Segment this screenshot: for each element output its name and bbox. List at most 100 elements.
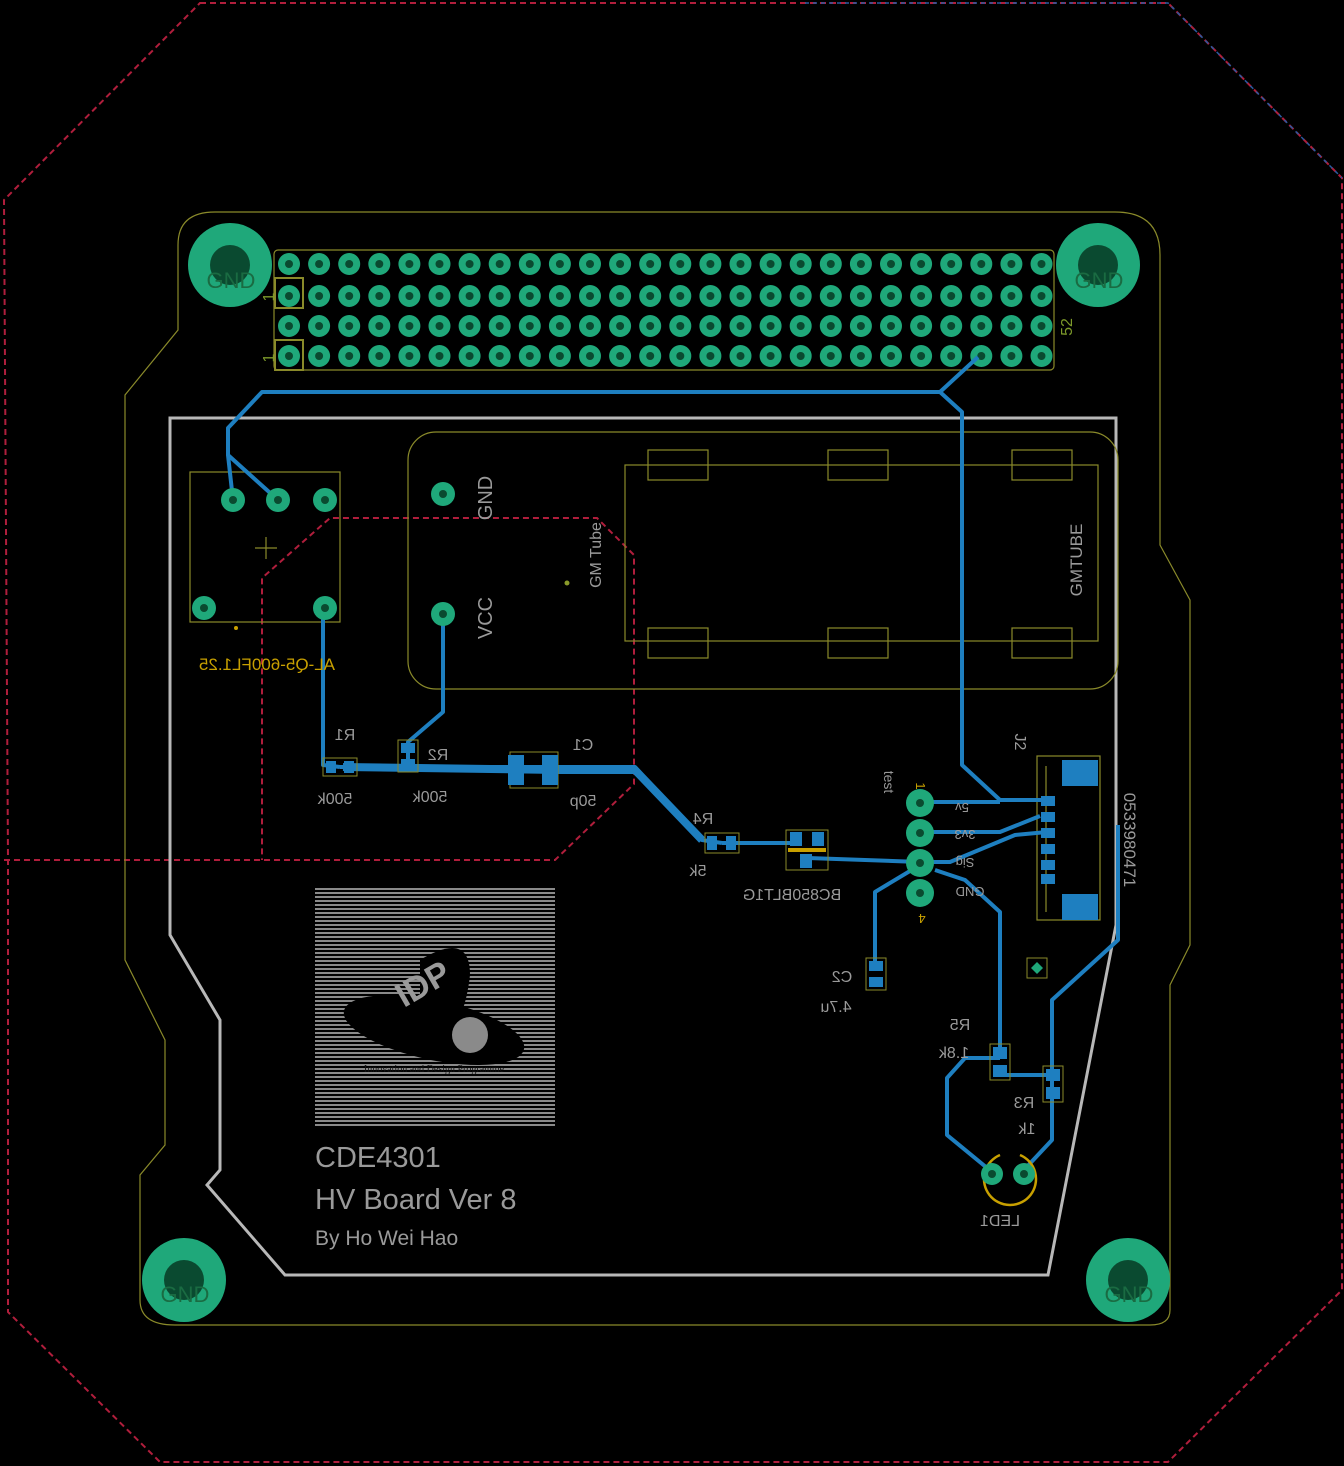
header-pin-drill <box>1007 260 1016 268</box>
j2-label: J2 <box>1011 734 1028 751</box>
header-pin-drill <box>285 352 293 360</box>
gm-pad-gnd-label: GND <box>475 476 497 520</box>
header-pin-drill <box>1007 292 1016 300</box>
header-pin-drill <box>796 322 805 330</box>
c1-label: C1 <box>573 737 594 754</box>
header-pin-drill <box>345 352 354 360</box>
svg-text:GND: GND <box>161 1282 210 1307</box>
gm-tube-pads <box>431 482 570 626</box>
mount-hole-top-left: GND <box>188 223 272 307</box>
header-pin-drill <box>947 260 956 268</box>
r3-label: R3 <box>1014 1095 1035 1112</box>
board-title-line2: HV Board Ver 8 <box>315 1184 517 1216</box>
header-pin-drill <box>285 322 293 330</box>
header-pin-drill <box>856 322 865 330</box>
test-pin1-label: 1 <box>913 782 928 789</box>
gm-tube-label: GM Tube <box>588 522 605 588</box>
header-pin-drill <box>676 260 685 268</box>
smd-components <box>322 739 1064 1103</box>
header-pin-drill <box>947 292 956 300</box>
mount-hole-bottom-left: GND <box>142 1238 226 1322</box>
header-pin-drill <box>495 260 504 268</box>
header-pin1-marker-top <box>274 277 304 309</box>
transformer-pads <box>192 488 337 620</box>
header-pin-drill <box>1037 292 1046 300</box>
gmtube-footprint-label: GMTUBE <box>1067 524 1086 597</box>
header-pin-drill <box>887 352 895 360</box>
header-pin-drill <box>796 352 805 360</box>
header-pin-drill <box>887 260 895 268</box>
header-pin-drill <box>856 260 865 268</box>
header-pin-drill <box>947 352 956 360</box>
pin-sig-label: Sig <box>956 855 975 870</box>
header-pin-drill <box>856 352 865 360</box>
header-pin-drill <box>1037 352 1046 360</box>
header-pin-drill <box>616 292 625 300</box>
header-pin-drill <box>736 352 745 360</box>
header-pin-drill <box>917 260 926 268</box>
header-pin-drill <box>465 260 474 268</box>
r3-value-label: 1k <box>1018 1121 1036 1138</box>
header-pin-drill <box>917 322 926 330</box>
header-pin-drill <box>555 260 564 268</box>
c2-value-label: 4.7u <box>820 999 851 1016</box>
header-pin-drill <box>616 260 625 268</box>
header-pin-drill <box>977 322 986 330</box>
header-pin-drill <box>375 260 384 268</box>
header-pin-drill <box>736 260 745 268</box>
r1-label: R1 <box>335 727 356 744</box>
header-pin-drill <box>285 292 293 300</box>
copper-traces <box>226 355 1120 1174</box>
header-pin-drill <box>345 260 354 268</box>
header-pin1-label-bottom: 1 <box>261 353 278 362</box>
gm-tube-clips <box>647 449 1073 659</box>
header-pin-drill <box>525 260 534 268</box>
header-pin1-marker-bottom <box>274 339 304 371</box>
capacitor-c2 <box>865 957 887 991</box>
transformer-pin1-dot <box>234 626 238 630</box>
header-pin-drill <box>887 322 895 330</box>
header-pin-drill <box>706 292 715 300</box>
header-pin-drill <box>706 322 715 330</box>
test-pin4-label: 4 <box>918 911 925 926</box>
header-pin-drill <box>315 292 324 300</box>
header-pin-drill <box>405 292 414 300</box>
board-outline <box>124 211 1191 1326</box>
header-pin-drill <box>495 352 504 360</box>
header-pin-drill <box>1007 352 1016 360</box>
header-pin-drill <box>646 322 655 330</box>
gm-tube-region <box>407 431 1119 690</box>
header-pin-drill <box>555 352 564 360</box>
header-pin-drill <box>1037 260 1046 268</box>
resistor-r3 <box>1042 1065 1064 1103</box>
header-pin-drill <box>375 352 384 360</box>
header-pin-drill <box>977 260 986 268</box>
resistor-r1 <box>322 757 358 777</box>
header-pin-drill <box>315 260 324 268</box>
svg-text:Innovation and Design Programm: Innovation and Design Programme <box>364 1064 505 1075</box>
gm-pad-vcc-label: VCC <box>475 597 497 639</box>
header-pin-drill <box>947 322 956 330</box>
header-pin-drill <box>676 352 685 360</box>
pin-3v3-label: 3v3 <box>955 827 976 842</box>
header-outline <box>273 249 1055 371</box>
led1-label: LED1 <box>980 1213 1020 1230</box>
fiducial-mark <box>1026 957 1048 979</box>
capacitor-c1 <box>508 751 559 789</box>
header-pin-drill <box>315 352 324 360</box>
resistor-r2 <box>397 739 419 773</box>
header-pin-drill <box>766 292 775 300</box>
header-pin1-label-top: 1 <box>261 292 278 301</box>
j2-pins <box>1041 796 1055 884</box>
header-pin-drill <box>766 352 775 360</box>
header-pin-drill <box>826 322 835 330</box>
idp-logo: IDP Innovation and Design Programme <box>315 888 555 1126</box>
svg-text:GND: GND <box>207 268 256 293</box>
header-pin-drill <box>375 292 384 300</box>
connector-part-label: 0533980471 <box>1120 793 1139 888</box>
j2-mount-pad-bottom <box>1062 894 1098 920</box>
header-pin-drill <box>405 322 414 330</box>
header-pin-drill <box>435 292 444 300</box>
